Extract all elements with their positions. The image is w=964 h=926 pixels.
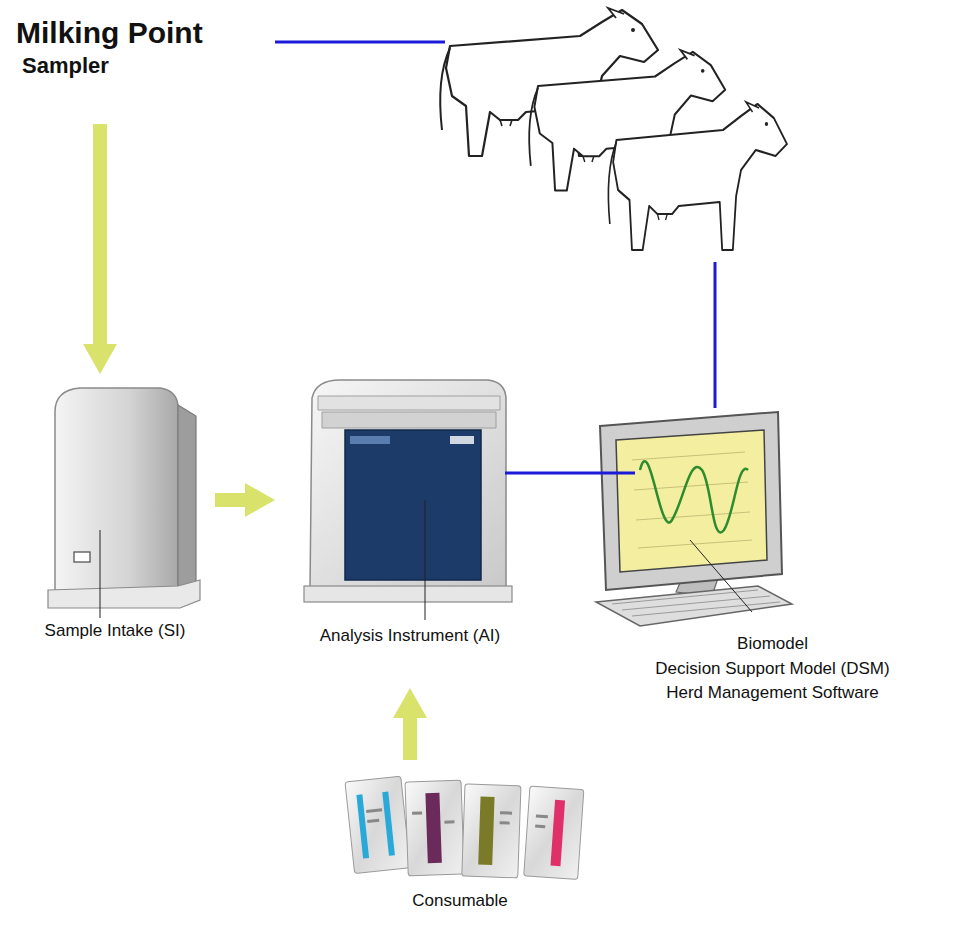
sample-intake: Sample Intake (SI) [10,380,220,648]
node-label: Decision Support Model (DSM) [655,657,889,682]
node-label: Milking Point [16,14,203,52]
sampler-label: Milking PointSampler [10,10,270,84]
arrow-head [83,344,117,374]
connector [215,483,275,517]
connector [505,473,635,474]
connector [393,688,427,760]
node-label: Consumable [412,889,507,914]
node-label: Sampler [22,52,109,81]
connector-line [215,493,245,507]
node-label: Analysis Instrument (AI) [320,624,500,649]
analysis-instrument: Analysis Instrument (AI) [285,375,535,653]
arrow-head [393,688,427,718]
connector-line [505,472,635,475]
connector-line [93,124,107,344]
arrow-head [245,483,275,517]
computer-dsm: BiomodelDecision Support Model (DSM)Herd… [590,405,955,710]
node-label: Sample Intake (SI) [45,619,186,644]
connector-line [403,718,417,760]
connector [83,124,117,374]
node-label: Herd Management Software [666,681,879,706]
node-label: Biomodel [737,632,808,657]
consumable: Consumable [330,770,590,918]
